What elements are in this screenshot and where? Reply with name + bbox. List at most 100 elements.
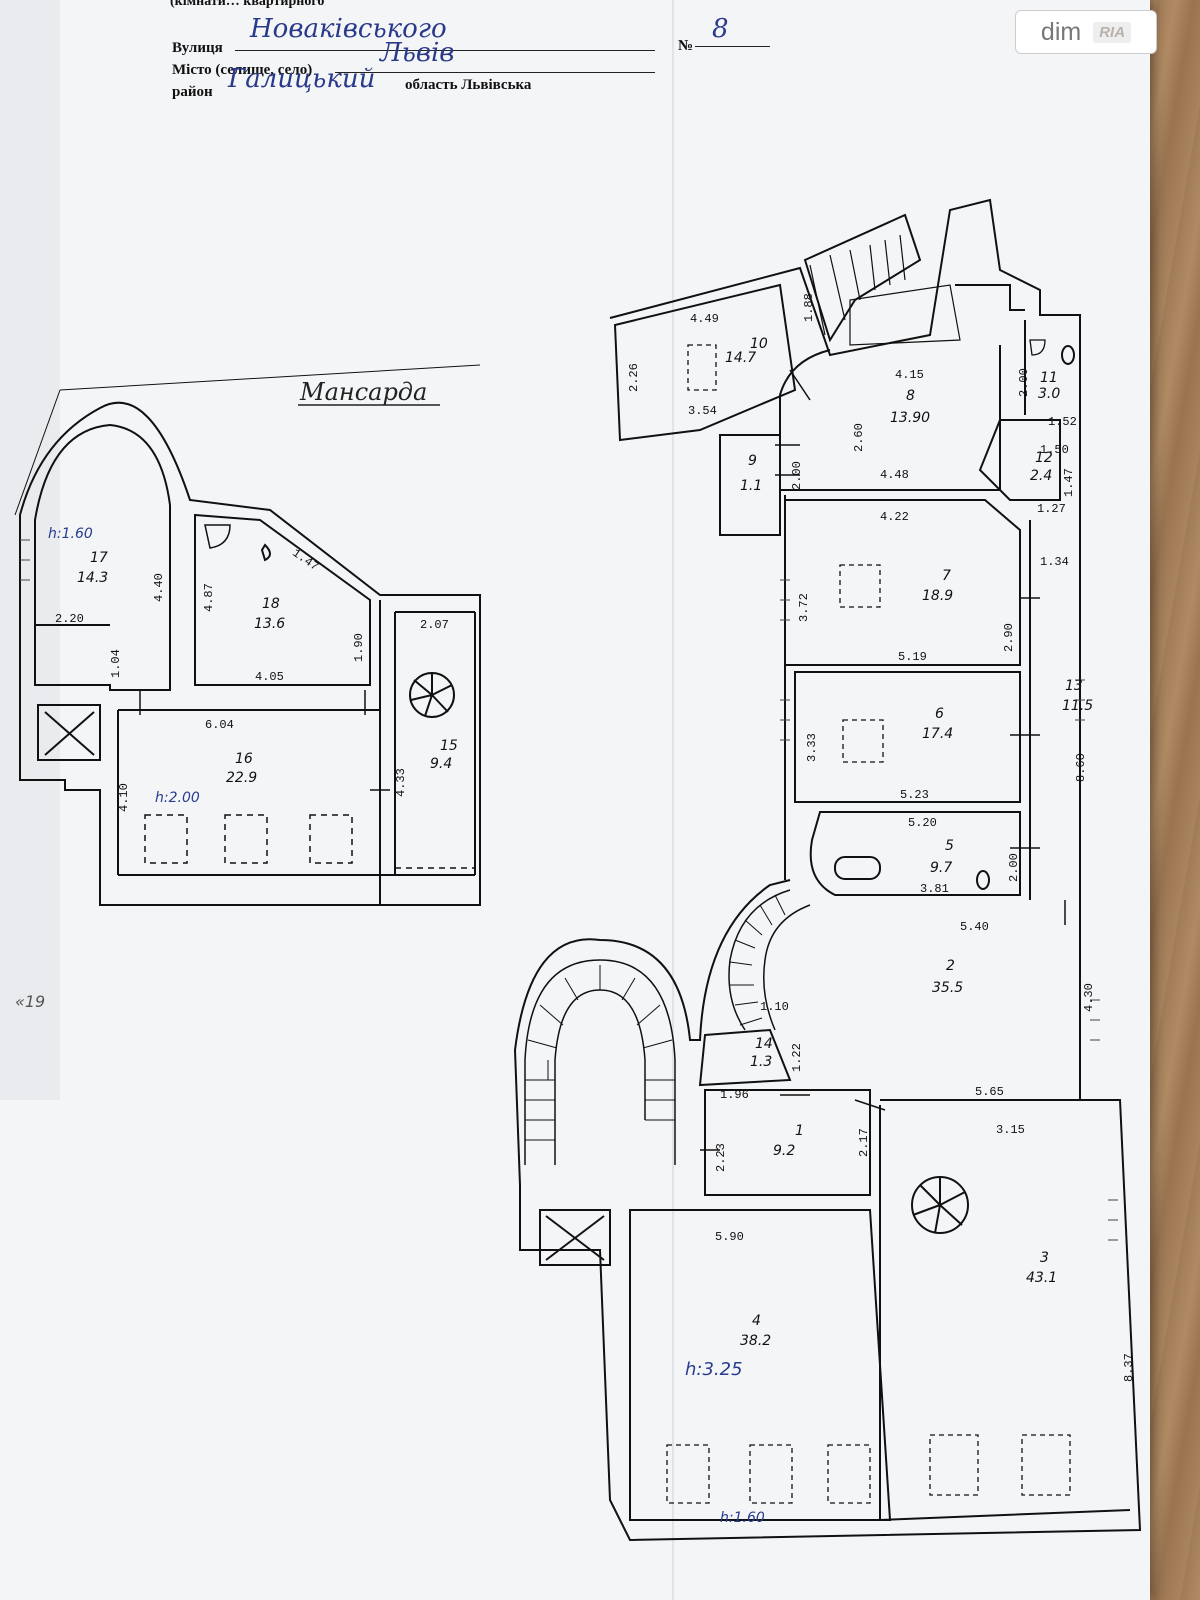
shower-room-11	[1029, 339, 1046, 356]
room-3-wall	[879, 1105, 1131, 1522]
skylight-6	[842, 719, 884, 763]
region-label: область Львівська	[405, 77, 532, 93]
dim-label: 3.81	[920, 882, 949, 896]
dim-label: 4.48	[880, 468, 909, 482]
room-5-area: 9.7	[930, 860, 952, 876]
dim-label: 1.96	[720, 1088, 749, 1102]
chimney-box-main	[539, 1209, 611, 1266]
dim-label: 6.04	[205, 718, 234, 732]
paper-fold	[672, 0, 674, 1600]
dim-ria-badge: dim RIA	[1015, 10, 1157, 54]
room-18-area: 13.6	[254, 616, 285, 632]
room-10-area: 14.7	[725, 350, 756, 366]
chimney-box-mansard	[37, 704, 101, 761]
curved-stair-inner	[763, 904, 811, 1031]
number-label: №	[678, 38, 694, 54]
dim-label: 2.00	[790, 461, 804, 490]
dim-label: 5.65	[975, 1085, 1004, 1099]
room-18-wall	[194, 513, 371, 686]
room-1-wall	[704, 1089, 871, 1196]
room-12-area: 2.4	[1030, 468, 1052, 484]
district-value: Галицький	[228, 64, 376, 94]
main-outer-wall	[513, 198, 1142, 1542]
dim-label: 4.15	[895, 368, 924, 382]
room-4-wall	[629, 1209, 892, 1521]
dim-label: 4.22	[880, 510, 909, 524]
dim-label: 3.72	[797, 593, 811, 622]
dim-label: 2.26	[627, 363, 641, 392]
room-13-number: 13	[1065, 678, 1083, 694]
dim-label: 1.10	[760, 1000, 789, 1014]
room-14-wall	[698, 1028, 792, 1087]
dim-label: 5.90	[715, 1230, 744, 1244]
dim-label: 2.60	[852, 423, 866, 452]
curved-stair-outer	[728, 889, 791, 1031]
dim-label: 4.10	[117, 783, 131, 812]
spiral-stair-inner	[554, 989, 646, 1165]
room-15-number: 15	[440, 738, 458, 754]
height-note-1: h:1.60	[48, 526, 93, 542]
dim-label: 5.19	[898, 650, 927, 664]
room-14-number: 14	[755, 1036, 773, 1052]
room-3-number: 3	[1040, 1250, 1049, 1266]
room-5-number: 5	[945, 838, 954, 854]
dim-label: 4.05	[255, 670, 284, 684]
mansard-title: Мансарда	[299, 378, 427, 406]
badge-brand: RIA	[1093, 21, 1132, 43]
dim-label: 5.40	[960, 920, 989, 934]
dim-label: 8.37	[1122, 1353, 1136, 1382]
room-12-wall	[978, 419, 1061, 501]
room-9-area: 1.1	[740, 478, 762, 494]
bathtub	[834, 856, 881, 880]
room-9-wall	[719, 434, 781, 536]
room-2-number: 2	[946, 958, 955, 974]
dim-label: 2.00	[1017, 368, 1031, 397]
room-3-area: 43.1	[1026, 1270, 1057, 1286]
dim-label: 1.04	[109, 649, 123, 678]
toilet-mansard	[260, 543, 271, 562]
number-value: 8	[712, 14, 729, 44]
dim-label: 8.60	[1074, 753, 1088, 782]
city-underline	[335, 72, 655, 73]
dim-label: 5.20	[908, 816, 937, 830]
mansard-guide-line	[59, 364, 481, 391]
room-11-area: 3.0	[1038, 386, 1060, 402]
room-7-number: 7	[942, 568, 951, 584]
dim-label: 1.47	[290, 546, 322, 574]
height-note-3: h:3.25	[685, 1359, 743, 1380]
dim-label: 1.90	[352, 633, 366, 662]
room-14-area: 1.3	[750, 1054, 772, 1070]
room-2-area: 35.5	[932, 980, 963, 996]
room-1-area: 9.2	[773, 1143, 795, 1159]
dim-label: 4.30	[1082, 983, 1096, 1012]
city-label: Місто (селище, село)	[172, 62, 313, 78]
skylight-10	[687, 344, 717, 391]
dim-label: 2.20	[55, 612, 84, 626]
dim-label: 1.22	[790, 1043, 804, 1072]
room-7-wall	[784, 499, 1021, 666]
room-15-area: 9.4	[430, 756, 452, 772]
room-4-number: 4	[752, 1313, 761, 1329]
dim-label: 3.33	[805, 733, 819, 762]
spiral-stair-outer	[524, 959, 676, 1165]
room-10-wall	[613, 283, 797, 442]
dim-label: 4.87	[202, 583, 216, 612]
header-top-line: (кімнати… квартирного	[170, 0, 325, 9]
folded-sheet-edge	[0, 0, 60, 1100]
shower-mansard	[204, 524, 231, 549]
height-note-2: h:2.00	[155, 790, 200, 806]
mansard-outer-wall	[19, 401, 481, 906]
room-13-area: 11.5	[1062, 698, 1093, 714]
dim-label: 1.50	[1040, 443, 1069, 457]
dim-label: 2.23	[714, 1143, 728, 1172]
street-label: Вулиця	[172, 40, 223, 56]
dim-label: 3.54	[688, 404, 717, 418]
city-value: Львів	[380, 38, 455, 68]
district-label: район	[172, 84, 213, 100]
room-11-number: 11	[1040, 370, 1058, 386]
margin-mark: «19	[15, 992, 45, 1011]
dim-label: 2.07	[420, 618, 449, 632]
room-17-area: 14.3	[77, 570, 108, 586]
room-12-number: 12	[1035, 450, 1053, 466]
room-8-number: 8	[906, 388, 915, 404]
